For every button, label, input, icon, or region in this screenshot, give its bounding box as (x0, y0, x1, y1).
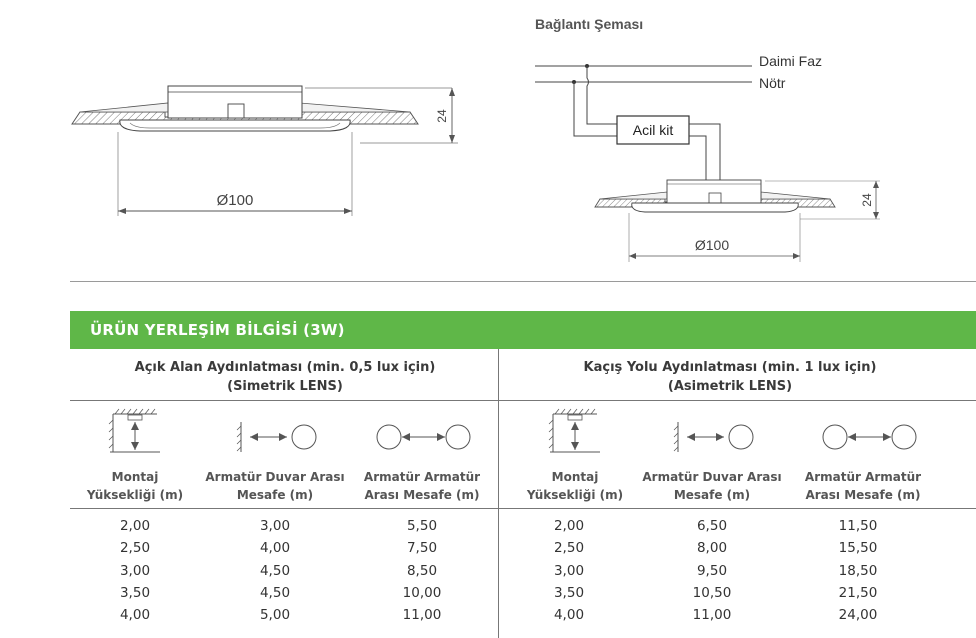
table-cell: 7,50 (406, 540, 438, 557)
table-cell: 3,50 (553, 584, 585, 601)
mounting-height-icon (548, 408, 600, 453)
right-diameter-label: Ø100 (695, 237, 729, 253)
table-cell: 10,00 (402, 584, 442, 601)
column-header-wall-distance: Armatür Duvar Arası Mesafe (m) (642, 468, 782, 504)
table-cell: 11,50 (838, 518, 878, 534)
data-column-mounting-height: 2,00 2,50 3,00 3,50 4,00 (65, 515, 205, 626)
table-cell: 10,50 (692, 584, 732, 601)
table-cell: 2,50 (553, 540, 585, 557)
column-header-line: Mesafe (m) (236, 488, 314, 502)
column-header-line: Yüksekliği (m) (526, 488, 624, 502)
column-header-line: Montaj (111, 470, 159, 484)
table-body-rule (70, 508, 976, 509)
wall-distance-icon (236, 422, 317, 452)
table-cell: 3,00 (259, 518, 291, 534)
column-header-line: Yüksekliği (m) (86, 488, 184, 502)
table-cell: 4,00 (259, 540, 291, 557)
data-column-wall-distance: 3,00 4,00 4,50 4,50 5,00 (205, 515, 345, 626)
column-header-line: Arası Mesafe (m) (364, 488, 480, 502)
table-cell: 4,00 (553, 607, 585, 624)
table-cell: 21,50 (838, 584, 878, 601)
table-cell: 5,50 (406, 518, 438, 534)
column-header-line: Mesafe (m) (673, 488, 751, 502)
wall-distance-icon (673, 422, 754, 452)
live-phase-label: Daimi Faz (759, 53, 822, 69)
table-cell: 18,50 (838, 562, 878, 579)
emergency-kit-box (616, 115, 690, 145)
section-divider (70, 281, 976, 282)
column-header-line: Armatür Duvar Arası (205, 470, 345, 484)
table-cell: 4,50 (259, 562, 291, 579)
wiring-title: Bağlantı Şeması (535, 16, 643, 32)
section-title-escape-route: Kaçış Yolu Aydınlatması (min. 1 lux için… (520, 358, 940, 396)
table-cell: 6,50 (696, 518, 728, 534)
luminaire-distance-icon (376, 424, 471, 450)
column-header-line: Armatür Armatür (804, 470, 922, 484)
table-cell: 2,00 (119, 518, 151, 534)
column-header-line: Arası Mesafe (m) (805, 488, 921, 502)
section-subtitle-line: (Asimetrik LENS) (667, 379, 793, 394)
column-header-luminaire-distance: Armatür Armatür Arası Mesafe (m) (793, 468, 933, 504)
table-vertical-divider (498, 349, 499, 638)
table-cell: 11,00 (692, 607, 732, 624)
table-cell: 4,50 (259, 584, 291, 601)
section-subtitle-line: (Simetrik LENS) (227, 379, 343, 394)
column-header-line: Montaj (551, 470, 599, 484)
table-cell: 3,50 (119, 584, 151, 601)
data-column-luminaire-distance: 5,50 7,50 8,50 10,00 11,00 (352, 515, 492, 626)
table-cell: 8,50 (406, 562, 438, 579)
right-height-label: 24 (860, 193, 874, 207)
table-cell: 24,00 (838, 607, 878, 624)
neutral-label: Nötr (759, 75, 786, 91)
table-cell: 3,00 (553, 562, 585, 579)
data-column-luminaire-distance: 11,50 15,50 18,50 21,50 24,00 (788, 515, 928, 626)
table-cell: 8,00 (696, 540, 728, 557)
section-title-line: Açık Alan Aydınlatması (min. 0,5 lux içi… (134, 360, 436, 375)
luminaire-distance-icon (822, 424, 917, 450)
table-title-banner: ÜRÜN YERLEŞİM BİLGİSİ (3W) (70, 311, 976, 349)
table-cell: 5,00 (259, 607, 291, 624)
column-header-mounting-height: Montaj Yüksekliği (m) (505, 468, 645, 504)
left-height-label: 24 (435, 109, 449, 123)
table-cell: 15,50 (838, 540, 878, 557)
table-cell: 3,00 (119, 562, 151, 579)
technical-drawings: 24 Ø100 Bağlantı Şeması Daimi Faz Nötr A… (71, 16, 880, 262)
section-title-open-area: Açık Alan Aydınlatması (min. 0,5 lux içi… (75, 358, 495, 396)
emergency-kit-label: Acil kit (633, 122, 674, 138)
table-cell: 4,00 (119, 607, 151, 624)
column-header-mounting-height: Montaj Yüksekliği (m) (65, 468, 205, 504)
left-diameter-label: Ø100 (217, 192, 254, 209)
section-title-line: Kaçış Yolu Aydınlatması (min. 1 lux için… (583, 360, 877, 375)
mounting-height-icon (108, 408, 160, 453)
wiring-diagram: Bağlantı Şeması Daimi Faz Nötr Acil kit (535, 16, 822, 180)
column-header-line: Armatür Armatür (363, 470, 481, 484)
data-column-wall-distance: 6,50 8,00 9,50 10,50 11,00 (642, 515, 782, 626)
table-cell: 9,50 (696, 562, 728, 579)
luminaire-side-view-right: 24 Ø100 (594, 179, 880, 262)
luminaire-side-view-left: 24 Ø100 (71, 85, 458, 216)
column-header-luminaire-distance: Armatür Armatür Arası Mesafe (m) (352, 468, 492, 504)
data-column-mounting-height: 2,00 2,50 3,00 3,50 4,00 (499, 515, 639, 626)
column-header-line: Armatür Duvar Arası (642, 470, 782, 484)
column-header-wall-distance: Armatür Duvar Arası Mesafe (m) (205, 468, 345, 504)
table-cell: 2,00 (553, 518, 585, 534)
table-cell: 11,00 (402, 607, 442, 624)
table-cell: 2,50 (119, 540, 151, 557)
table-header-rule (70, 400, 976, 401)
